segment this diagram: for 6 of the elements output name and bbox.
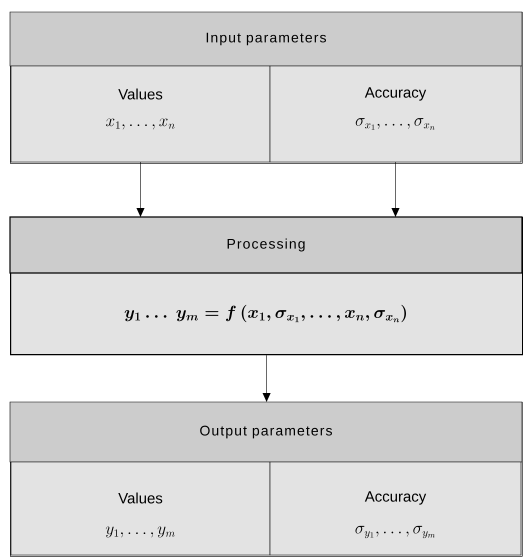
panel-box: Processing $y_1 \ldots\ y_m = f\,(x_1, \sigma_{x_1}, \ldots, x_n, \sigma_{x_n})$ xyxy=(9,216,523,356)
table-cell: Values $x_1, \ldots, x_n$ xyxy=(10,66,270,162)
arrow xyxy=(262,354,271,402)
table-cell: Values $y_1, \ldots, y_m$ xyxy=(10,462,270,556)
table-cell: Accuracy $\sigma_{y_1}, \ldots, \sigma_{y_m}$ xyxy=(270,462,522,556)
table-cell: Accuracy $\sigma_{x_1}, \ldots, \sigma_{x_n}$ xyxy=(270,66,522,162)
